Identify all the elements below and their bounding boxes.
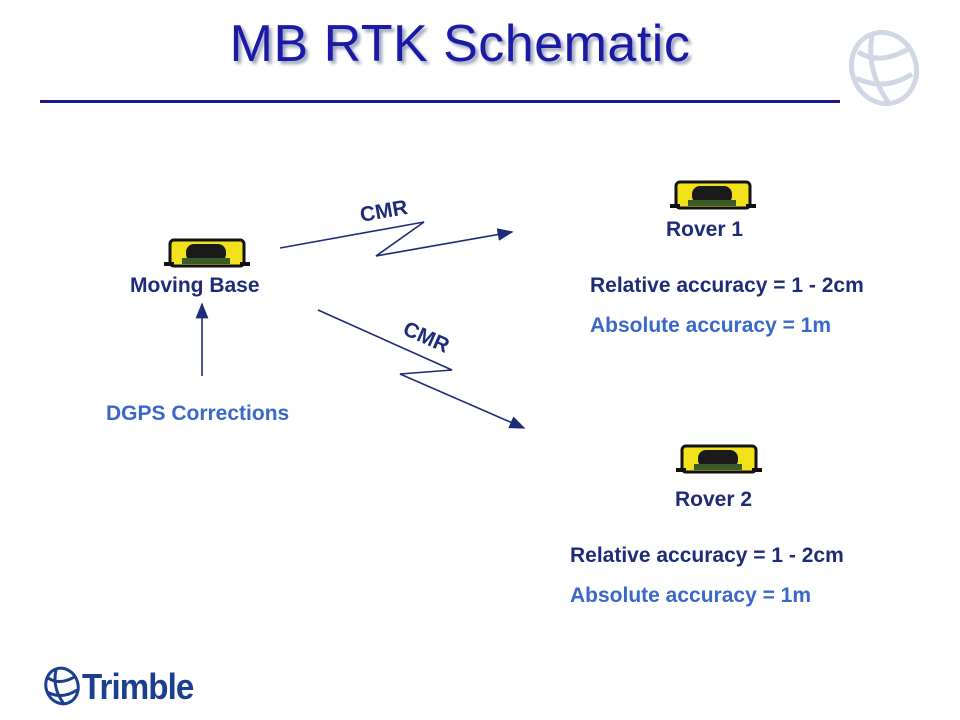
trimble-logo-text: Trimble (82, 666, 194, 707)
rover2-relative-accuracy: Relative accuracy = 1 - 2cm (570, 544, 844, 567)
moving-base-label: Moving Base (130, 274, 260, 297)
cmr-link-rover1 (279, 221, 514, 257)
rover2-label: Rover 2 (675, 488, 753, 511)
cmr-link-rover2 (317, 309, 526, 429)
page-title: MB RTK Schematic (229, 15, 691, 73)
title-underline (40, 100, 840, 103)
dgps-corrections-label: DGPS Corrections (106, 402, 290, 425)
rover1-relative-accuracy: Relative accuracy = 1 - 2cm (590, 274, 864, 297)
globe-watermark-icon (849, 29, 919, 107)
receiver-icon (676, 444, 762, 474)
rover2-absolute-accuracy: Absolute accuracy = 1m (570, 584, 812, 607)
rover1-absolute-accuracy: Absolute accuracy = 1m (590, 314, 832, 337)
trimble-globe-icon (44, 666, 80, 706)
receiver-icon (670, 180, 756, 210)
receiver-icon (164, 238, 250, 268)
rover1-label: Rover 1 (666, 218, 744, 241)
